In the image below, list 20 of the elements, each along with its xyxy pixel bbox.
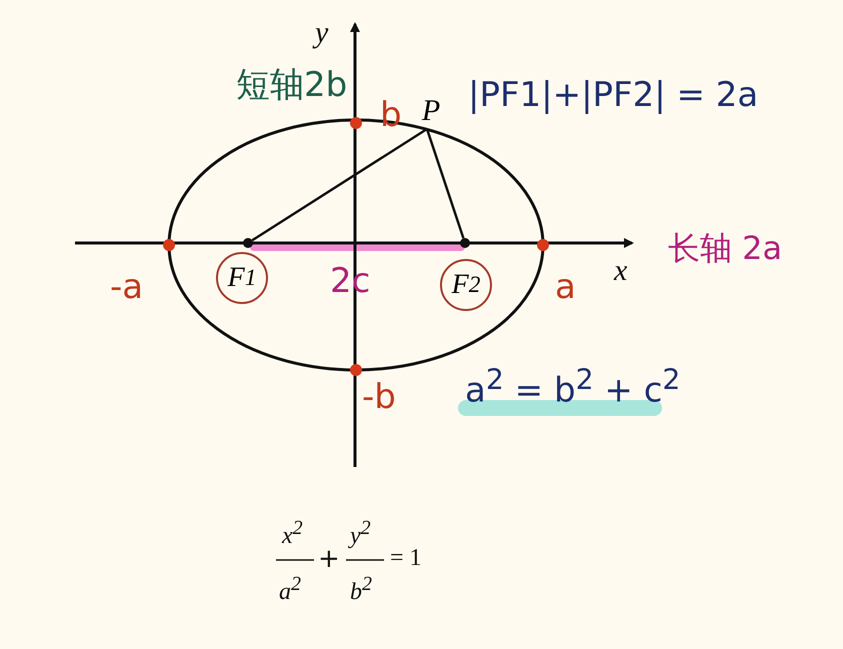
equation: |PF1|+|PF2| = 2a	[468, 78, 758, 112]
line-segment	[252, 128, 428, 242]
line-segment	[426, 128, 465, 239]
denominator: a$^{2}$	[279, 574, 301, 604]
focus-dot	[243, 238, 253, 248]
numerator: y$^{2}$	[350, 518, 371, 548]
denominator: b$^{2}$	[350, 574, 372, 604]
numerator: x$^{2}$	[282, 518, 303, 548]
equation: = 1	[390, 546, 422, 570]
equation: a$^{2}$ = b$^{2}$ + c$^{2}$	[465, 366, 680, 408]
plus-sign: +	[318, 546, 340, 572]
focus-dot	[460, 238, 470, 248]
point-label: P	[418, 94, 444, 129]
vertex-label: -a	[110, 270, 144, 304]
vertex-label: a	[555, 270, 576, 304]
axis-label: x	[614, 256, 628, 286]
axis-label: y	[315, 18, 328, 48]
axis-note: 长轴 2a	[668, 232, 782, 264]
vertex-label: -b	[362, 380, 396, 414]
axis-note: 短轴2b	[236, 68, 348, 102]
